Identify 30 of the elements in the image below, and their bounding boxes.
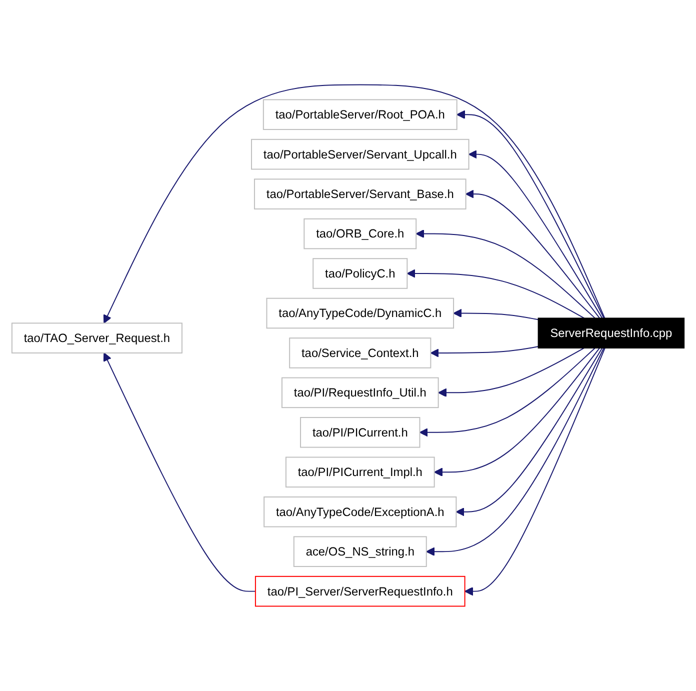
arrow xyxy=(426,347,604,556)
arrow xyxy=(103,352,256,592)
node-box: tao/AnyTypeCode/ExceptionA.h xyxy=(264,496,457,528)
node-box: tao/AnyTypeCode/DynamicC.h xyxy=(266,298,454,329)
arrow xyxy=(456,110,604,319)
node-box: tao/PortableServer/Root_POA.h xyxy=(262,99,458,130)
arrow xyxy=(464,347,606,596)
node-box: tao/PI_Server/ServerRequestInfo.h xyxy=(254,576,466,607)
node-box: tao/PortableServer/Servant_Base.h xyxy=(254,178,466,210)
node-box: ServerRequestInfo.cpp xyxy=(538,318,685,348)
arrow xyxy=(406,269,585,319)
node-box: tao/Service_Context.h xyxy=(289,338,432,368)
arrow xyxy=(453,308,539,320)
arrow xyxy=(416,229,596,319)
arrow xyxy=(438,347,585,398)
arrow xyxy=(103,84,606,324)
node-box: tao/PolicyC.h xyxy=(312,258,408,289)
node-box: tao/PI/PICurrent_Impl.h xyxy=(285,456,435,488)
arrow xyxy=(434,347,600,476)
arrow xyxy=(430,346,539,358)
node-box: tao/PI/PICurrent.h xyxy=(300,417,420,448)
node-box: tao/PortableServer/Servant_Upcall.h xyxy=(251,138,470,170)
node-box: tao/PI/RequestInfo_Util.h xyxy=(281,377,439,408)
node-box: ace/OS_NS_string.h xyxy=(293,536,427,567)
arrow xyxy=(419,347,596,437)
node-box: tao/ORB_Core.h xyxy=(304,218,417,250)
node-box: tao/TAO_Server_Request.h xyxy=(11,322,182,354)
arrow xyxy=(456,347,603,516)
arrow xyxy=(468,150,603,319)
arrow xyxy=(465,190,600,319)
